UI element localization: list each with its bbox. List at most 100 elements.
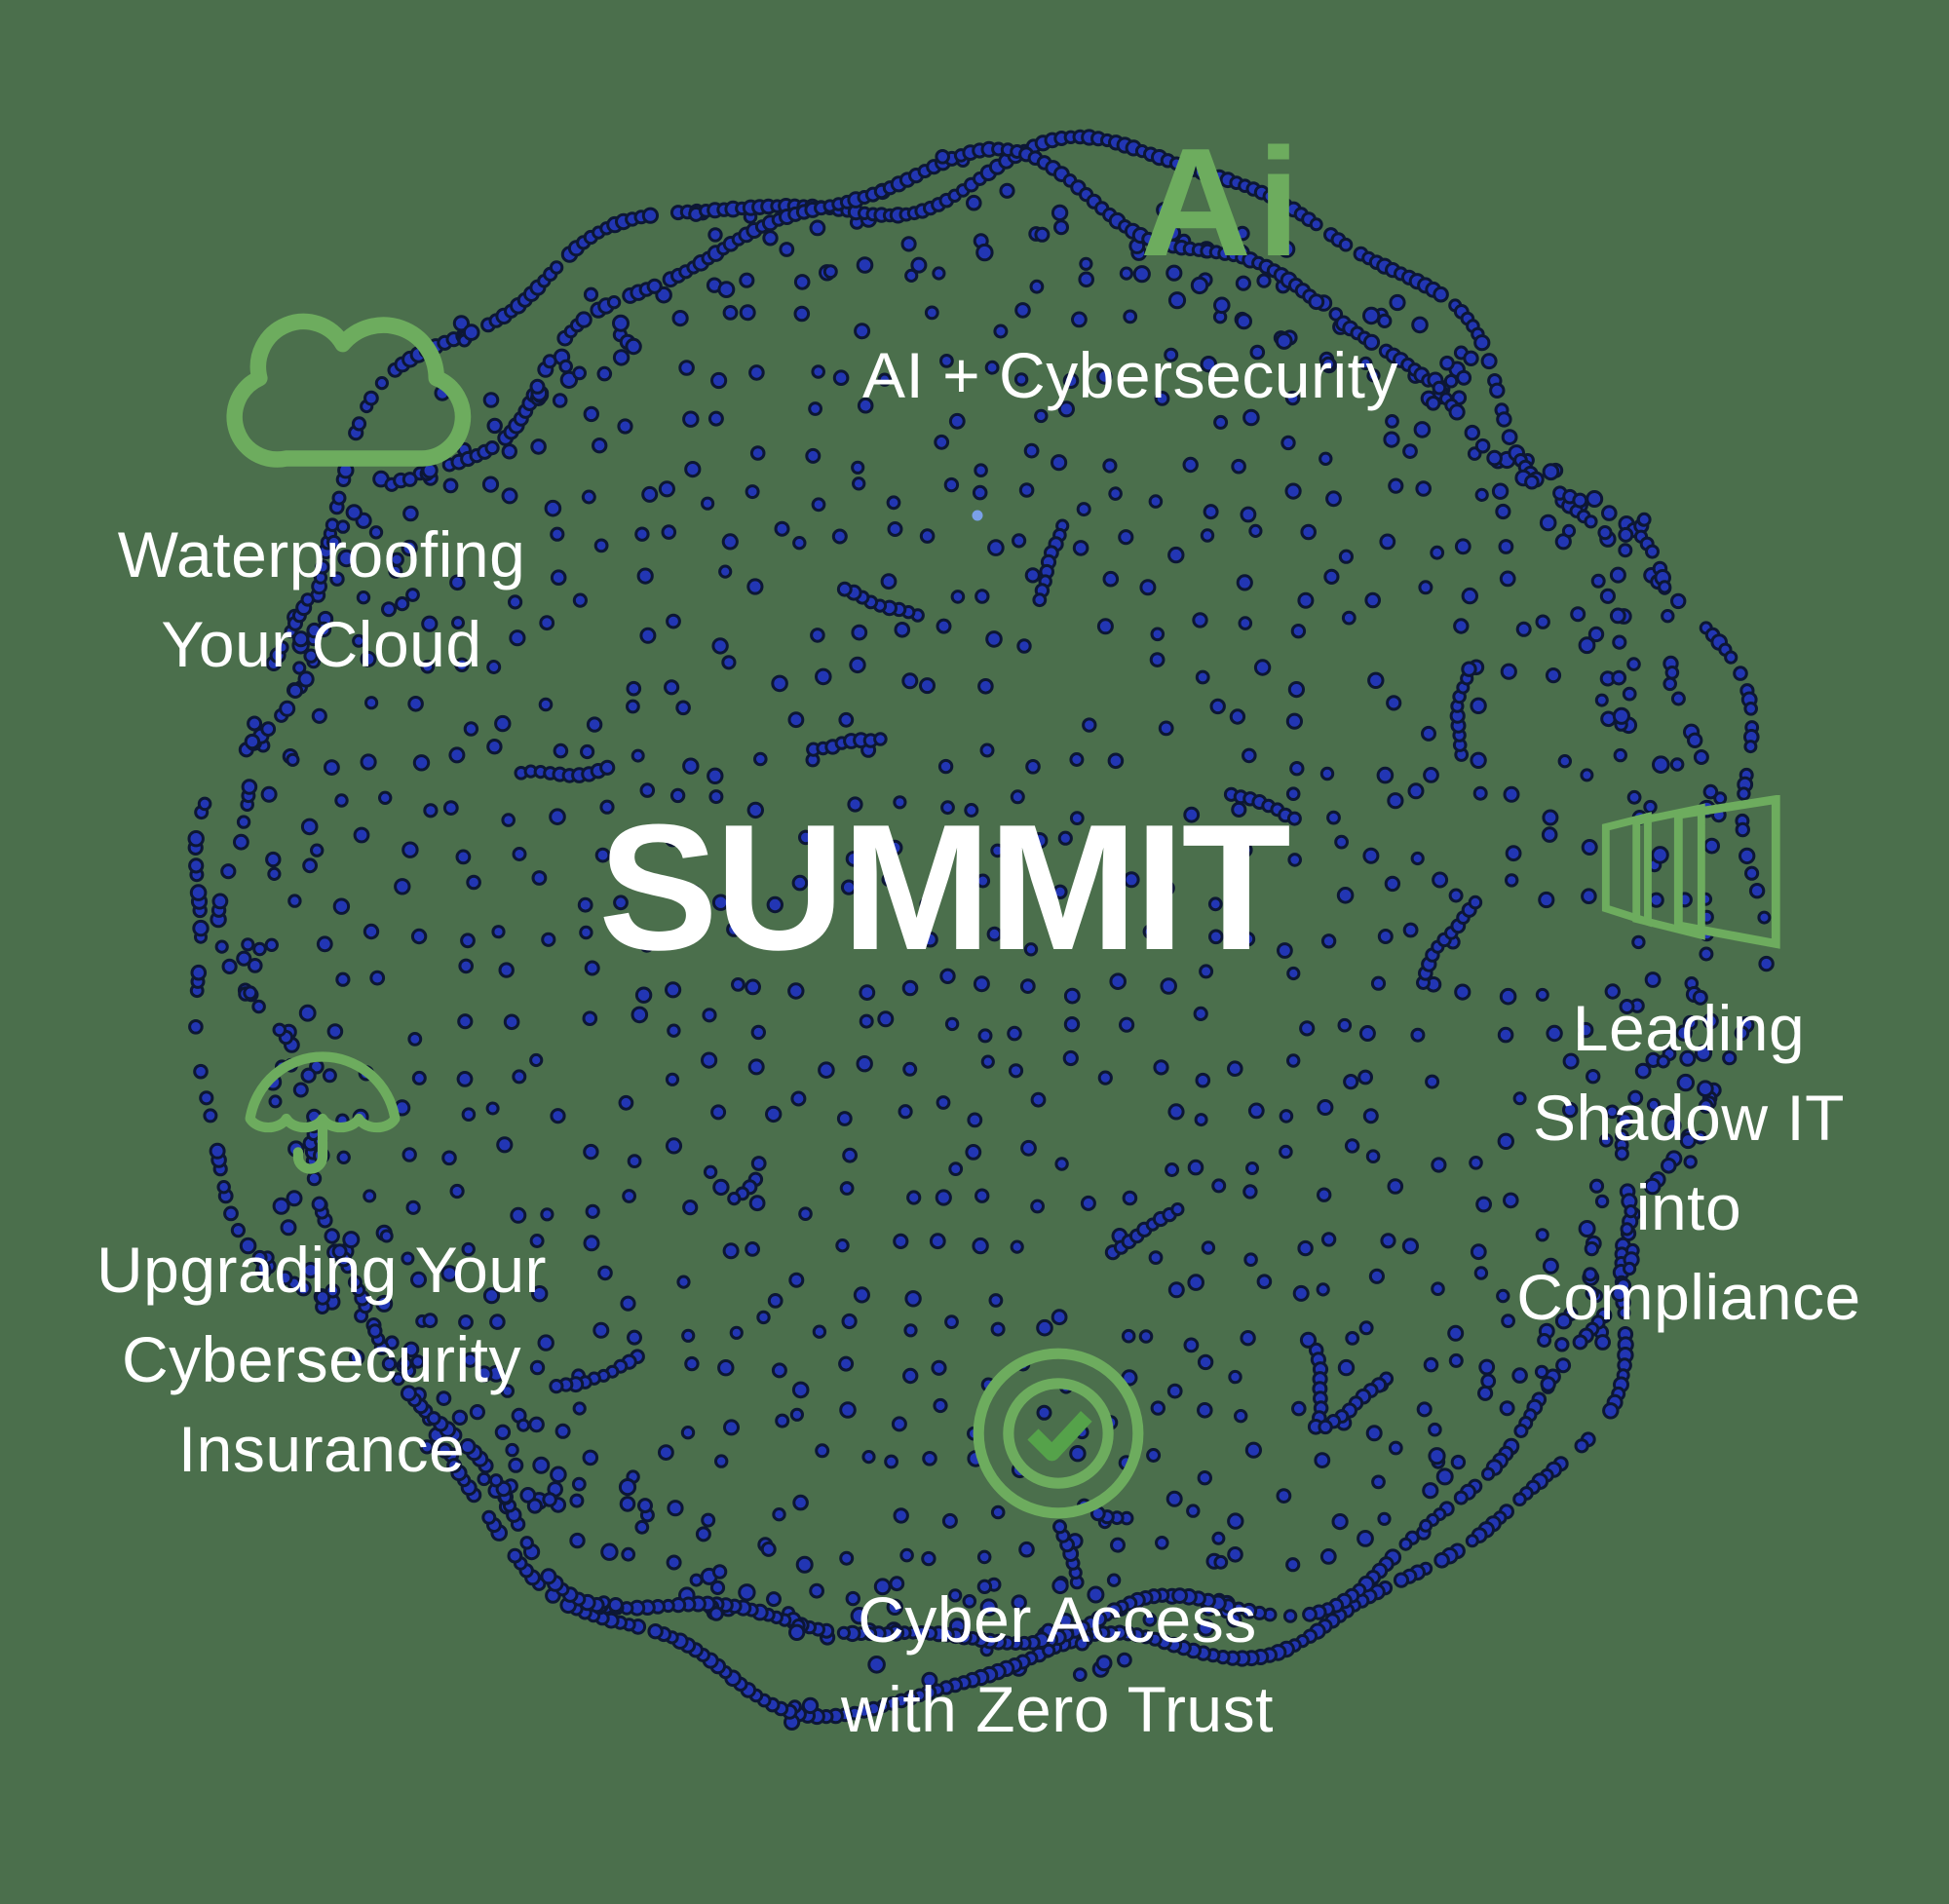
dot — [1240, 506, 1257, 523]
dot — [771, 1362, 787, 1379]
dot — [910, 256, 928, 274]
dot — [1278, 240, 1296, 258]
dot — [985, 630, 1003, 648]
dot — [1554, 1313, 1573, 1330]
dot — [1052, 884, 1068, 899]
dot — [856, 1055, 873, 1073]
dot — [363, 923, 380, 940]
dot — [407, 696, 424, 712]
dot — [192, 919, 210, 937]
dot — [494, 714, 512, 733]
dot — [1469, 1156, 1483, 1170]
dot — [1132, 265, 1151, 284]
dot — [1276, 1488, 1292, 1504]
check-circle-icon-svg — [973, 1348, 1144, 1519]
dot — [582, 1010, 598, 1026]
dot — [745, 1241, 760, 1257]
dot — [1473, 1266, 1489, 1280]
dot — [1357, 1530, 1374, 1547]
dot — [420, 659, 436, 674]
dot — [1300, 523, 1317, 541]
dot — [836, 1625, 852, 1640]
dot — [442, 800, 459, 816]
dot — [886, 1598, 903, 1617]
dot — [401, 1251, 415, 1266]
dot — [553, 743, 569, 759]
dot — [1432, 871, 1449, 889]
dot — [337, 549, 356, 568]
dot — [1051, 1577, 1069, 1595]
dot — [199, 1090, 214, 1106]
dot — [241, 779, 258, 795]
dot — [459, 1438, 477, 1455]
dot — [809, 219, 826, 237]
dot — [685, 884, 702, 901]
dot — [1106, 844, 1124, 861]
dot — [1758, 955, 1775, 972]
dot — [1213, 1554, 1229, 1570]
dot — [1489, 382, 1506, 399]
dot — [342, 1231, 361, 1249]
dot — [1586, 490, 1604, 508]
dot — [311, 707, 327, 724]
dot — [489, 1314, 506, 1330]
dot — [880, 573, 898, 590]
dot — [405, 588, 420, 602]
dot — [419, 1439, 435, 1455]
dot — [1472, 785, 1488, 801]
dot — [1292, 1284, 1310, 1302]
dot — [1387, 792, 1404, 810]
dot — [1541, 826, 1558, 843]
dot — [335, 971, 351, 987]
dot — [1287, 853, 1302, 867]
dot — [666, 613, 681, 629]
dot — [457, 1013, 474, 1030]
dot — [1240, 1330, 1256, 1347]
dot — [1505, 873, 1519, 888]
dot — [1096, 368, 1113, 385]
dot — [1280, 435, 1296, 451]
dot — [750, 1156, 767, 1171]
dot — [1096, 618, 1114, 635]
dot — [287, 682, 304, 700]
dot — [1025, 759, 1041, 775]
dot — [891, 1416, 907, 1432]
dot — [779, 242, 795, 257]
dot — [1475, 1196, 1492, 1213]
dot — [1299, 1331, 1318, 1349]
dot — [255, 1260, 271, 1276]
dot — [572, 365, 587, 381]
dot — [738, 1583, 756, 1602]
dot — [211, 893, 229, 910]
dot — [935, 1189, 952, 1206]
dot — [634, 526, 650, 542]
dot — [658, 480, 676, 498]
dot — [1208, 929, 1224, 945]
dot — [893, 1233, 909, 1250]
dot — [241, 937, 255, 952]
dot — [805, 447, 822, 464]
dot — [1242, 1184, 1258, 1200]
dot — [840, 879, 858, 895]
dot — [233, 833, 249, 851]
dot — [1513, 1424, 1529, 1438]
dot — [939, 354, 954, 368]
dot — [1076, 502, 1091, 517]
dot — [243, 985, 258, 1001]
dot — [1148, 494, 1164, 509]
dot — [1053, 219, 1069, 236]
dot — [1562, 1101, 1579, 1119]
dot — [1461, 661, 1477, 677]
dot — [1289, 761, 1305, 777]
dot — [1317, 1187, 1332, 1202]
dot — [1240, 932, 1256, 947]
dot — [1236, 574, 1253, 591]
dot — [941, 1512, 958, 1529]
dot — [1362, 333, 1381, 351]
dot — [1119, 266, 1134, 281]
dot — [845, 1590, 860, 1607]
dot — [583, 1143, 599, 1161]
dot — [1020, 1139, 1037, 1157]
dot — [682, 1200, 699, 1216]
